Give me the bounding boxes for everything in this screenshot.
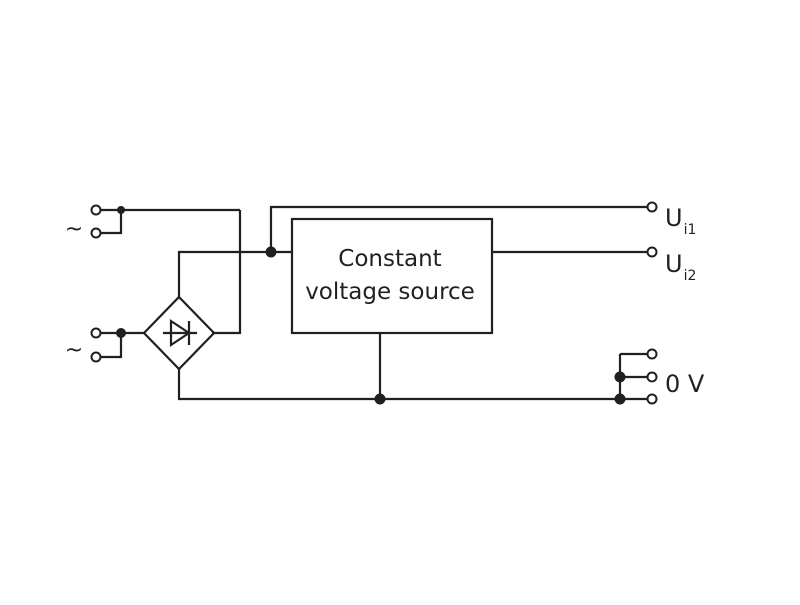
output-1-label-sub: i1	[684, 222, 697, 238]
ground-junction-dot-2	[614, 393, 626, 405]
output-2-label: Ui2	[665, 250, 696, 284]
ground-rail	[177, 369, 648, 401]
ground-terminal-3	[646, 393, 658, 405]
diode-triangle	[169, 318, 191, 348]
output-1-wire	[269, 205, 648, 252]
ac1-to-bridge-wire	[212, 210, 242, 335]
output-1-label: Ui1	[665, 204, 696, 238]
block-ground-junction-dot	[374, 393, 386, 405]
ground-junction-dot-1	[614, 371, 626, 383]
output-1-terminal	[646, 201, 658, 213]
ac1-bridge-wire	[100, 210, 123, 235]
ac1-terminal-2	[90, 227, 102, 239]
ac2-terminal-1	[90, 327, 102, 339]
ground-terminal-2	[646, 371, 658, 383]
bridge-plus-wire	[177, 250, 292, 297]
ac2-symbol: ~	[65, 338, 83, 363]
block-label-line1: Constant	[338, 246, 441, 272]
ac1-junction-dot	[117, 206, 125, 214]
rectifier-bridge	[142, 295, 216, 371]
constant-voltage-source-block: Constant voltage source	[290, 217, 494, 335]
output-1-label-main: U	[665, 204, 683, 232]
ground-label: 0 V	[665, 370, 705, 398]
output-2-label-main: U	[665, 250, 683, 278]
block-rect	[290, 217, 494, 335]
ac-input-1: ~	[65, 204, 240, 242]
ac1-symbol: ~	[65, 217, 83, 242]
ac2-bridge-wire	[100, 333, 123, 359]
ground-terminal-1	[646, 348, 658, 360]
ac2-junction-dot	[116, 328, 126, 338]
ac2-terminal-2	[90, 351, 102, 363]
ac-input-2: ~	[65, 327, 145, 363]
output-2-terminal	[646, 246, 658, 258]
output-2-label-sub: i2	[684, 268, 697, 284]
block-label-line2: voltage source	[305, 279, 475, 305]
ac1-terminal-1	[90, 204, 102, 216]
